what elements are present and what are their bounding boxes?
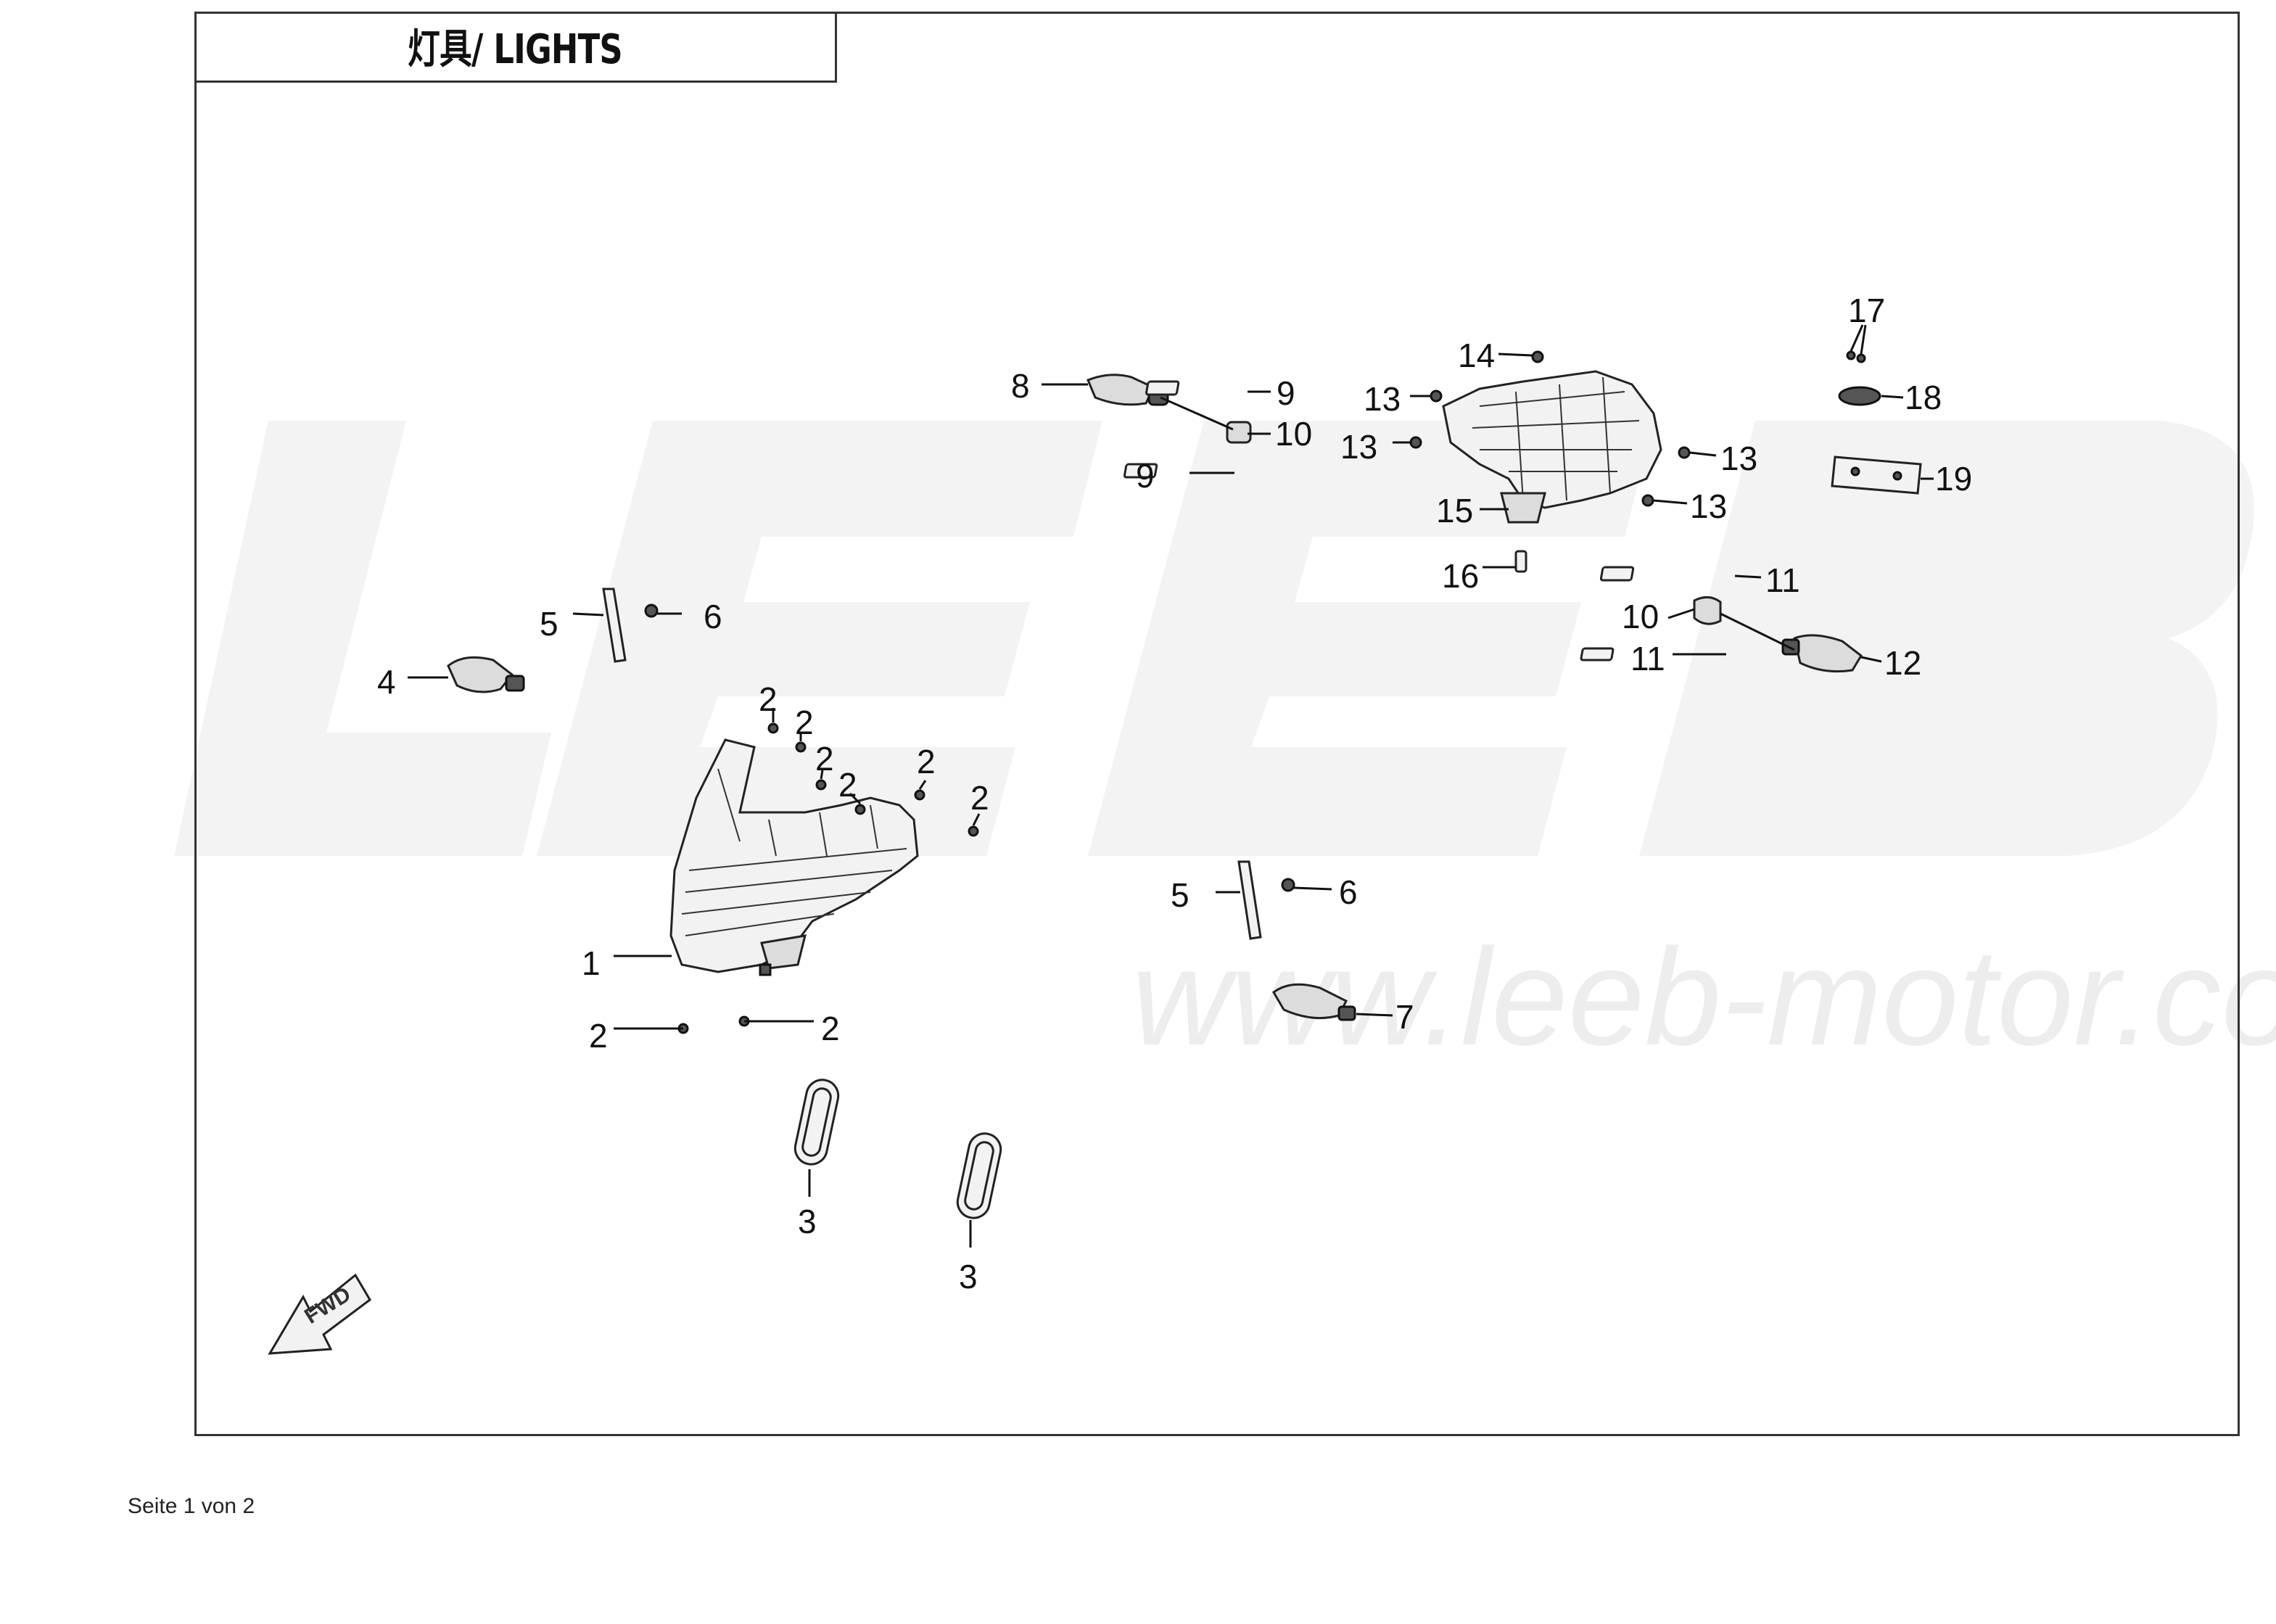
callout-10: 10 xyxy=(1275,415,1312,453)
callout-2: 2 xyxy=(815,740,834,778)
callout-9: 9 xyxy=(1136,457,1155,495)
drawing-frame xyxy=(194,12,2240,1436)
callout-2: 2 xyxy=(917,743,936,780)
callout-13: 13 xyxy=(1364,380,1401,418)
callout-2: 2 xyxy=(589,1017,608,1055)
watermark-letter-e2 xyxy=(1088,421,1654,856)
brackets-5-6 xyxy=(602,588,1295,940)
callout-3: 3 xyxy=(959,1258,978,1295)
callout-13: 13 xyxy=(1690,487,1727,525)
title-box: 灯具/ LIGHTS xyxy=(194,12,837,83)
leeb-watermark: www.leeb-motor.com xyxy=(174,421,2276,1074)
callout-5: 5 xyxy=(1171,876,1189,914)
headlight-assembly xyxy=(669,738,919,976)
watermark-letter-l xyxy=(174,421,551,856)
callout-2: 2 xyxy=(795,704,814,741)
callout-2: 2 xyxy=(970,779,989,817)
callout-17: 17 xyxy=(1848,292,1885,329)
callout-13: 13 xyxy=(1340,428,1377,466)
callout-8: 8 xyxy=(1011,367,1030,405)
callout-10: 10 xyxy=(1622,598,1659,635)
callout-18: 18 xyxy=(1905,379,1942,416)
callout-13: 13 xyxy=(1720,440,1757,477)
watermark-letter-b xyxy=(1639,421,2254,856)
turn-signals xyxy=(447,374,1863,1021)
tail-light-bracket-15 xyxy=(1442,370,1662,573)
callout-numbers: 1 2 2 2 2 2 2 2 2 3 3 4 5 5 6 6 7 8 9 9 … xyxy=(377,292,1972,1295)
callout-2: 2 xyxy=(838,766,857,804)
callout-14: 14 xyxy=(1458,337,1495,374)
callout-2: 2 xyxy=(759,680,778,718)
callout-9: 9 xyxy=(1277,374,1295,412)
page-number: Seite 1 von 2 xyxy=(128,1494,255,1518)
leader-lines xyxy=(408,324,1934,1248)
screws-2 xyxy=(677,722,979,1034)
callout-3: 3 xyxy=(798,1203,817,1240)
callout-16: 16 xyxy=(1442,557,1479,595)
callout-12: 12 xyxy=(1884,644,1921,682)
callout-1: 1 xyxy=(582,944,601,982)
callout-4: 4 xyxy=(377,663,396,701)
dampers-9-10-11 xyxy=(1123,380,1722,661)
watermark-letter-e1 xyxy=(537,421,1102,856)
callout-6: 6 xyxy=(704,598,722,635)
callout-19: 19 xyxy=(1935,460,1972,498)
reflectors-3 xyxy=(793,1079,1002,1219)
callout-11: 11 xyxy=(1630,640,1665,677)
license-light-17-18-19 xyxy=(1831,350,1922,495)
callout-5: 5 xyxy=(540,605,558,643)
callout-15: 15 xyxy=(1436,492,1473,529)
callout-11: 11 xyxy=(1765,561,1800,599)
callout-2: 2 xyxy=(821,1010,840,1047)
page-title: 灯具/ LIGHTS xyxy=(407,26,623,73)
nuts-13-14 xyxy=(1409,350,1691,507)
callout-7: 7 xyxy=(1395,998,1414,1036)
callout-6: 6 xyxy=(1339,873,1358,911)
